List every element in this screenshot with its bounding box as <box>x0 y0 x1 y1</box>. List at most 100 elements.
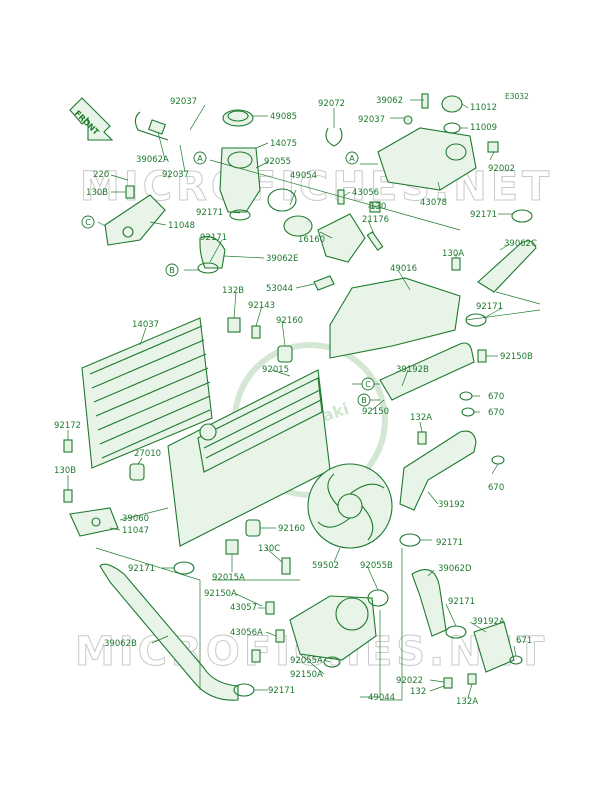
label-11012: 11012 <box>470 103 497 113</box>
label-92055b: 92055B <box>360 561 393 571</box>
label-92072: 92072 <box>318 99 345 109</box>
oring-92055a <box>323 656 341 668</box>
label-132a-b: 132A <box>456 697 478 707</box>
label-39060: 39060 <box>122 514 149 524</box>
bolt-130b-b <box>63 489 73 503</box>
ref-c-2 <box>361 377 375 391</box>
fan-59502 <box>307 463 393 549</box>
diagram-code: E3032 <box>505 92 529 101</box>
radiator-fins <box>197 377 323 473</box>
label-130b-b: 130B <box>54 466 76 476</box>
ref-b-1 <box>165 263 179 277</box>
hose-39062c <box>477 240 537 293</box>
fan-blades <box>317 473 385 541</box>
label-49085: 49085 <box>270 112 297 122</box>
ref-a-1-label: A <box>197 154 203 163</box>
cap-inner <box>227 110 249 122</box>
radiator-fin-lines <box>203 389 322 459</box>
label-220: 220 <box>93 170 109 180</box>
gasket-11009 <box>443 122 461 134</box>
label-92160-b: 92160 <box>278 524 305 534</box>
pipe-39192b <box>379 342 475 401</box>
clip-92072 <box>325 127 343 147</box>
housing-neck <box>227 151 253 169</box>
oring-670-a <box>459 391 473 401</box>
hose-39062a <box>134 111 169 141</box>
label-132b: 132B <box>222 286 244 296</box>
collar-92143 <box>251 325 261 339</box>
ref-a-2-label: A <box>349 154 355 163</box>
bolt-43057 <box>265 601 275 615</box>
label-39062e: 39062E <box>266 254 298 264</box>
bolt-130c <box>281 557 291 575</box>
clamp-92171-d <box>465 313 487 327</box>
reservoir-group <box>377 93 499 191</box>
bolt-92002 <box>487 141 499 153</box>
label-92160: 92160 <box>276 316 303 326</box>
label-92171-d: 92171 <box>476 302 503 312</box>
label-92037-b: 92037 <box>162 170 189 180</box>
ref-b-1-label: B <box>169 266 175 275</box>
label-11048: 11048 <box>168 221 195 231</box>
thermostat-housing <box>317 213 366 263</box>
pipe-39192 <box>399 430 477 511</box>
reservoir-tank-43078 <box>377 127 477 191</box>
label-92172: 92172 <box>54 421 81 431</box>
label-39062a: 39062A <box>136 155 169 165</box>
label-92171-a: 92171 <box>196 208 223 218</box>
oring-670-c <box>491 455 505 465</box>
part-labels: 92037 49085 14075 39062A 92037 220 130B … <box>54 96 537 707</box>
ref-c-1 <box>81 215 95 229</box>
sensor-21176 <box>366 231 384 251</box>
clamp-92171-b <box>197 262 219 274</box>
bracket-11048 <box>104 194 166 246</box>
oring-670-b <box>461 407 475 417</box>
label-49016: 49016 <box>390 264 417 274</box>
bolt-130a <box>451 257 461 271</box>
label-92150b: 92150B <box>500 352 533 362</box>
label-130: 130 <box>370 202 386 212</box>
label-130b: 130B <box>86 188 108 198</box>
clamp-92171-c <box>511 209 533 223</box>
label-92143: 92143 <box>248 301 275 311</box>
hose-39062e <box>199 235 226 269</box>
label-92055a: 92055A <box>290 656 323 666</box>
ref-a-2 <box>345 151 359 165</box>
label-11009: 11009 <box>470 123 497 133</box>
label-39062b: 39062B <box>104 639 137 649</box>
label-671: 671 <box>516 636 532 646</box>
thermostat-49054 <box>283 215 313 237</box>
label-14037: 14037 <box>132 320 159 330</box>
bracket-11047 <box>69 507 119 537</box>
bolt-132 <box>443 677 453 689</box>
label-59502: 59502 <box>312 561 339 571</box>
bolt-92172 <box>63 439 73 453</box>
label-92171-e: 92171 <box>436 538 463 548</box>
label-39192: 39192 <box>438 500 465 510</box>
label-39062: 39062 <box>376 96 403 106</box>
clamp-92171-e <box>399 533 421 547</box>
thermostat-housing-group <box>104 109 297 274</box>
label-92171-b: 92171 <box>200 233 227 243</box>
bracket-hole-b <box>91 517 101 527</box>
bolt-92150a <box>251 649 261 663</box>
ref-b-2 <box>357 393 371 407</box>
cap-11012 <box>441 95 463 113</box>
label-92150a: 92150A <box>204 589 237 599</box>
bolt-132a <box>417 431 427 445</box>
bolt-132b <box>227 317 241 333</box>
label-39062d: 39062D <box>438 564 472 574</box>
label-49054: 49054 <box>290 171 317 181</box>
label-130c: 130C <box>258 544 280 554</box>
ref-c-1-label: C <box>85 218 91 227</box>
clamp-92171 <box>229 209 251 221</box>
bolt-130b <box>125 185 135 199</box>
label-11047: 11047 <box>122 526 149 536</box>
front-arrow-icon: FRONT <box>69 97 114 141</box>
bracket-92015a <box>225 539 239 555</box>
label-92150a-b: 92150A <box>290 670 323 680</box>
label-53044: 53044 <box>266 284 293 294</box>
cap-49085 <box>222 109 254 127</box>
clip-92037 <box>403 115 413 125</box>
